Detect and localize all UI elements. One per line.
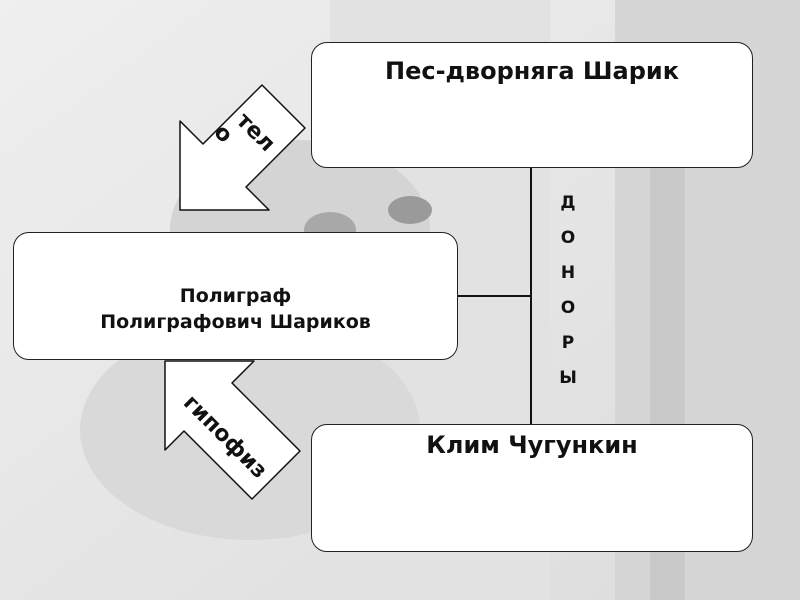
donors-letter: Ы [555, 361, 581, 396]
donors-letter: О [555, 291, 581, 326]
box-dog-sharik: Пес-дворняга Шарик [311, 42, 753, 168]
box-sharikov-text: Полиграф Полиграфович Шариков [14, 283, 457, 335]
box-sharikov-line2: Полиграфович Шариков [14, 309, 457, 335]
box-klim-chugunkin: Клим Чугункин [311, 424, 753, 552]
donors-letter: Р [555, 326, 581, 361]
box-klim-chugunkin-title: Клим Чугункин [312, 431, 752, 459]
donors-label: Д О Н О Р Ы [555, 186, 581, 396]
donors-letter: Д [555, 186, 581, 221]
box-sharikov-line1: Полиграф [14, 283, 457, 309]
box-sharikov: Полиграф Полиграфович Шариков [13, 232, 458, 360]
donors-letter: О [555, 221, 581, 256]
donors-letter: Н [555, 256, 581, 291]
box-dog-sharik-title: Пес-дворняга Шарик [312, 57, 752, 85]
